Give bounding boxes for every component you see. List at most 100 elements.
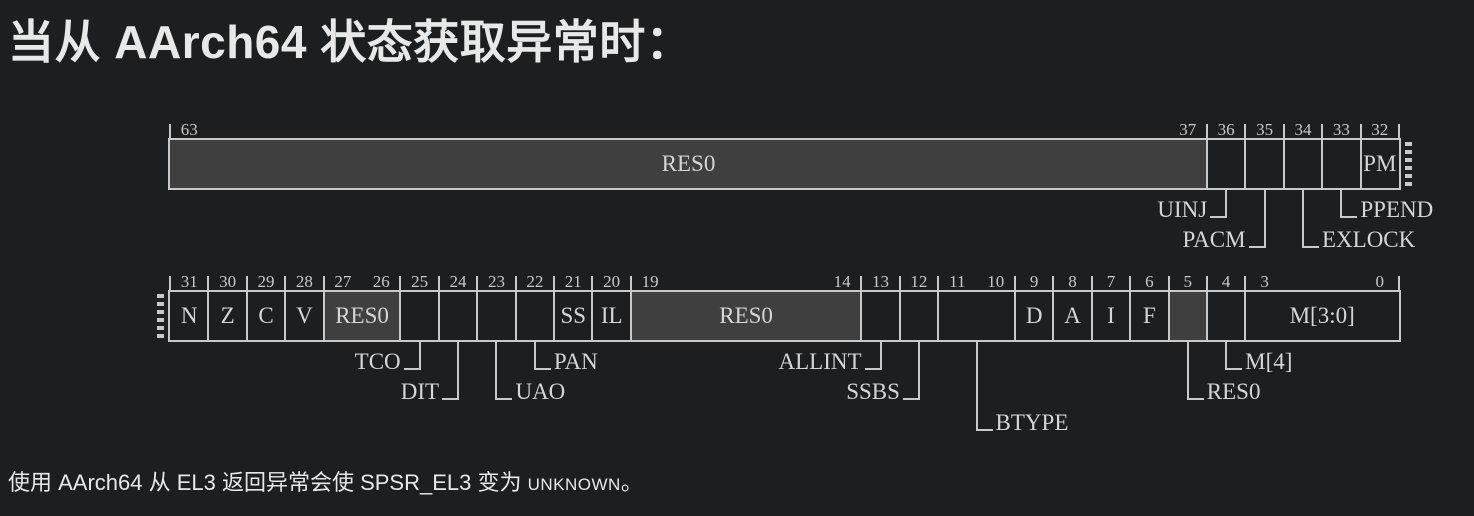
field-separator	[284, 292, 287, 340]
bit-number: 28	[295, 272, 313, 291]
field-separator	[1129, 292, 1132, 340]
bit-boundary-tick	[1052, 276, 1055, 290]
field-label: C	[258, 303, 274, 328]
bit-boundary-tick	[591, 276, 594, 290]
callout-vertical-line	[418, 342, 421, 368]
reserved-field-fill	[1168, 292, 1207, 340]
bit-boundary-tick	[1321, 124, 1324, 138]
field-separator	[207, 292, 210, 340]
bit-boundary-tick	[169, 124, 171, 138]
callout-label: TCO	[354, 349, 401, 374]
bit-number: 27	[334, 272, 352, 291]
bit-number: 32	[1371, 120, 1389, 139]
callout-vertical-line	[975, 342, 978, 429]
bit-boundary-tick	[245, 276, 248, 290]
bit-boundary-tick	[937, 276, 940, 290]
bit-number: 13	[872, 272, 890, 291]
bit-number: 63	[180, 120, 198, 139]
bit-boundary-tick	[1205, 276, 1208, 290]
callout-label: DIT	[400, 379, 440, 404]
callout-vertical-line	[495, 342, 498, 398]
callout-label: RES0	[1206, 379, 1261, 404]
bit-boundary-tick	[629, 276, 632, 290]
register-row-outline	[168, 290, 1401, 342]
reserved-field-fill	[170, 140, 1207, 188]
callout-label: EXLOCK	[1321, 227, 1416, 252]
bit-boundary-tick	[169, 276, 171, 290]
bit-boundary-tick	[1282, 124, 1285, 138]
callout-label: M[4]	[1245, 349, 1293, 374]
bit-number: 14	[833, 272, 851, 291]
callout-label: SSBS	[846, 379, 900, 404]
callout-vertical-line	[1225, 190, 1228, 216]
bit-number: 25	[411, 272, 429, 291]
field-separator	[322, 292, 325, 340]
bit-number: 37	[1179, 120, 1197, 139]
bit-boundary-tick	[898, 276, 901, 290]
field-separator	[1167, 292, 1170, 340]
bit-number: 23	[487, 272, 505, 291]
continuation-dots-icon	[1405, 142, 1412, 186]
field-label: SS	[560, 303, 587, 328]
bit-number: 5	[1183, 272, 1193, 291]
callout-horizontal-line	[533, 368, 551, 370]
callout-vertical-line	[1186, 342, 1189, 398]
bit-boundary-tick	[1398, 124, 1400, 138]
callout-vertical-line	[533, 342, 536, 368]
field-separator	[553, 292, 556, 340]
field-separator	[1205, 292, 1208, 340]
field-separator	[1013, 292, 1016, 340]
callout-vertical-line	[1263, 190, 1266, 246]
field-separator	[1359, 140, 1362, 188]
bit-number: 21	[564, 272, 582, 291]
field-label: RES0	[335, 303, 389, 328]
field-label: N	[180, 303, 198, 328]
bit-number: 35	[1256, 120, 1274, 139]
bit-boundary-tick	[1013, 276, 1016, 290]
callout-vertical-line	[1225, 342, 1228, 368]
bit-number: 22	[526, 272, 544, 291]
bit-number: 36	[1217, 120, 1235, 139]
bit-boundary-tick	[284, 276, 287, 290]
page-title: 当从 AArch64 状态获取异常时：	[8, 16, 693, 68]
bit-boundary-tick	[514, 276, 517, 290]
bit-boundary-tick	[1205, 124, 1208, 138]
register-row-outline	[168, 138, 1401, 190]
footer-note: 使用 AArch64 从 EL3 返回异常会使 SPSR_EL3 变为 UNKN…	[8, 468, 643, 500]
field-separator	[1244, 140, 1247, 188]
bit-boundary-tick	[437, 276, 440, 290]
callout-vertical-line	[1301, 190, 1304, 246]
callout-vertical-line	[917, 342, 920, 398]
field-label: RES0	[719, 303, 773, 328]
callout-horizontal-line	[1301, 246, 1319, 248]
field-separator	[860, 292, 863, 340]
bit-number: 24	[449, 272, 467, 291]
bit-number: 8	[1068, 272, 1077, 291]
callout-horizontal-line	[1186, 398, 1204, 400]
callout-horizontal-line	[1225, 368, 1243, 370]
bit-number: 30	[219, 272, 237, 291]
callout-horizontal-line	[403, 368, 421, 370]
bit-number: 19	[641, 272, 659, 291]
field-label: Z	[220, 303, 235, 328]
field-separator	[1052, 292, 1055, 340]
footer-period: 。	[620, 470, 643, 495]
bit-number: 20	[603, 272, 621, 291]
callout-label: UINJ	[1157, 197, 1208, 222]
bit-boundary-tick	[553, 276, 556, 290]
bit-number: 0	[1375, 272, 1385, 291]
field-label: M[3:0]	[1289, 303, 1355, 328]
unknown-keyword: UNKNOWN	[527, 475, 621, 494]
bit-number: 26	[372, 272, 390, 291]
field-label: I	[1107, 303, 1115, 328]
field-label: D	[1025, 303, 1043, 328]
bit-number: 12	[910, 272, 928, 291]
field-label: RES0	[661, 151, 716, 176]
bit-number: 10	[987, 272, 1005, 291]
field-separator	[1205, 140, 1208, 188]
continuation-dots-icon	[157, 294, 164, 338]
field-label: V	[296, 303, 313, 328]
callout-vertical-line	[879, 342, 882, 368]
callout-horizontal-line	[1248, 246, 1266, 248]
